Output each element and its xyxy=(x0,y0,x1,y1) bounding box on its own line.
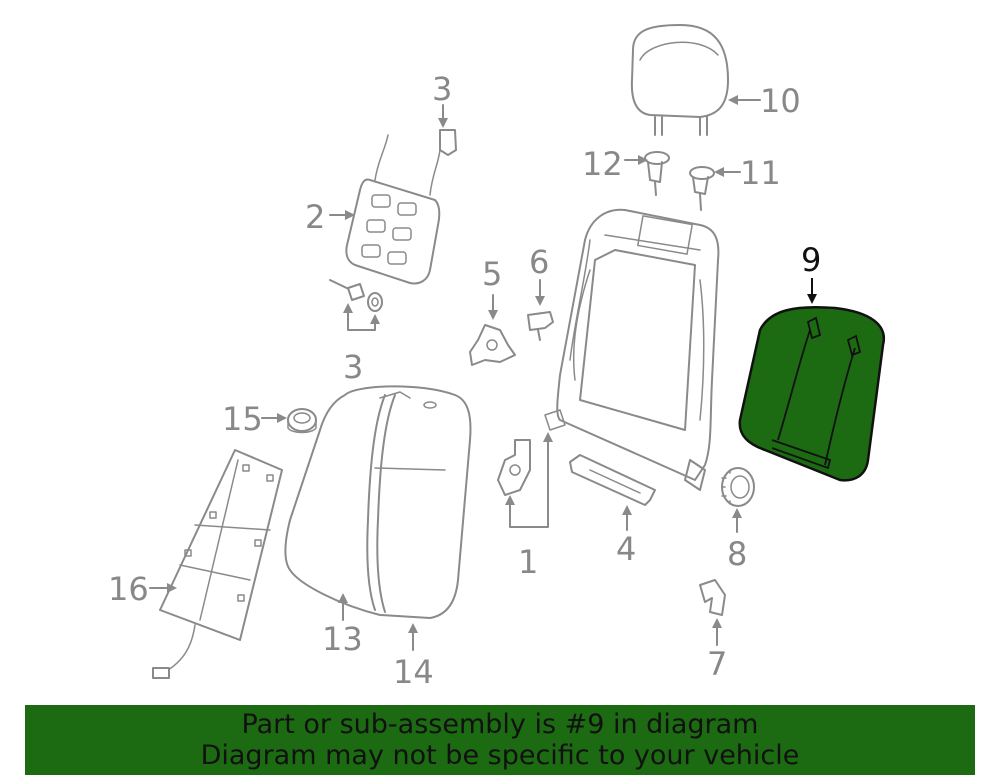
callout-14: 14 xyxy=(393,653,434,691)
part-11-guide[interactable] xyxy=(689,166,715,211)
callout-8: 8 xyxy=(727,535,747,573)
part-5-bracket[interactable] xyxy=(469,324,516,366)
part-6-pin[interactable] xyxy=(527,311,554,341)
part-7-clip[interactable] xyxy=(699,579,726,616)
callout-6: 6 xyxy=(529,243,549,281)
callout-1: 1 xyxy=(518,543,538,581)
callout-15: 15 xyxy=(222,400,263,438)
part-10-headrest[interactable] xyxy=(630,24,729,136)
part-12-guide[interactable] xyxy=(644,151,670,196)
callout-4: 4 xyxy=(616,530,636,568)
part-1-frame[interactable] xyxy=(544,208,720,491)
banner-line-1: Part or sub-assembly is #9 in diagram xyxy=(241,709,759,740)
info-banner: Part or sub-assembly is #9 in diagram Di… xyxy=(25,705,975,775)
banner-line-2: Diagram may not be specific to your vehi… xyxy=(200,740,800,771)
seat-parts-diagram: 10 12 11 1 xyxy=(108,24,886,691)
callout-7: 7 xyxy=(707,645,727,683)
callout-13: 13 xyxy=(322,620,363,658)
part-8-gear[interactable] xyxy=(721,467,755,507)
part-3-clip-top[interactable] xyxy=(439,129,457,156)
callout-2: 2 xyxy=(305,198,325,236)
part-1-bracket[interactable] xyxy=(497,439,531,496)
callout-16: 16 xyxy=(108,570,149,608)
part-4-trim[interactable] xyxy=(569,454,656,506)
callout-5: 5 xyxy=(482,255,502,293)
part-3-bolt-washer[interactable] xyxy=(329,279,383,312)
callout-11: 11 xyxy=(740,154,781,192)
callout-3-bottom: 3 xyxy=(343,348,363,386)
part-15-grommet[interactable] xyxy=(287,408,317,434)
callout-3-top: 3 xyxy=(432,70,452,108)
callout-9: 9 xyxy=(801,241,821,279)
callout-12: 12 xyxy=(582,145,623,183)
part-16-heater-pad[interactable] xyxy=(152,449,283,679)
callout-10: 10 xyxy=(760,82,801,120)
part-2-mechanism[interactable] xyxy=(345,134,441,285)
part-13-14-cushion[interactable] xyxy=(284,385,472,619)
part-9-back-panel[interactable] xyxy=(738,305,886,482)
